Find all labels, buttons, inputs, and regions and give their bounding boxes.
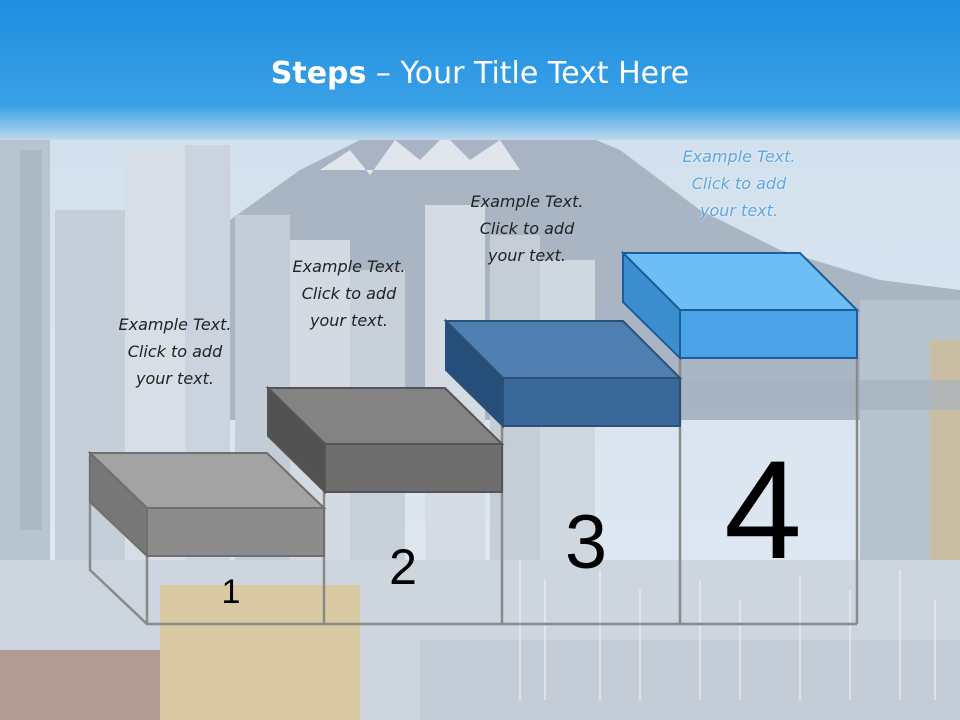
step-4-block[interactable] xyxy=(620,250,860,361)
step-1-caption[interactable]: Example Text. Click to add your text. xyxy=(80,311,270,392)
step-1-caption-line-2: Click to add xyxy=(127,342,223,361)
step-4-caption-line-3: your text. xyxy=(699,201,778,220)
step-3-block[interactable] xyxy=(443,318,683,429)
slide-title: Steps – Your Title Text Here xyxy=(0,56,960,91)
step-1-caption-line-1: Example Text. xyxy=(118,315,232,334)
step-2-caption-line-3: your text. xyxy=(309,311,388,330)
step-4-caption[interactable]: Example Text. Click to add your text. xyxy=(644,143,834,224)
step-1-block[interactable] xyxy=(87,450,327,559)
slide-title-rest: – Your Title Text Here xyxy=(366,56,690,91)
step-2-number: 2 xyxy=(389,539,417,595)
step-4-number: 4 xyxy=(724,431,802,588)
step-2-caption[interactable]: Example Text. Click to add your text. xyxy=(254,253,444,334)
step-3-caption-line-1: Example Text. xyxy=(470,192,584,211)
step-2-caption-line-1: Example Text. xyxy=(292,257,406,276)
step-3-caption[interactable]: Example Text. Click to add your text. xyxy=(432,188,622,269)
slide-title-bold: Steps xyxy=(270,56,367,91)
step-4-caption-line-2: Click to add xyxy=(691,174,787,193)
step-4-caption-line-1: Example Text. xyxy=(682,147,796,166)
step-3-caption-line-2: Click to add xyxy=(479,219,575,238)
step-3-number: 3 xyxy=(565,500,607,585)
step-3-caption-line-3: your text. xyxy=(487,246,566,265)
step-1-caption-line-3: your text. xyxy=(135,369,214,388)
step-2-block[interactable] xyxy=(265,385,505,495)
step-2-caption-line-2: Click to add xyxy=(301,284,397,303)
step-1-number: 1 xyxy=(222,573,241,611)
